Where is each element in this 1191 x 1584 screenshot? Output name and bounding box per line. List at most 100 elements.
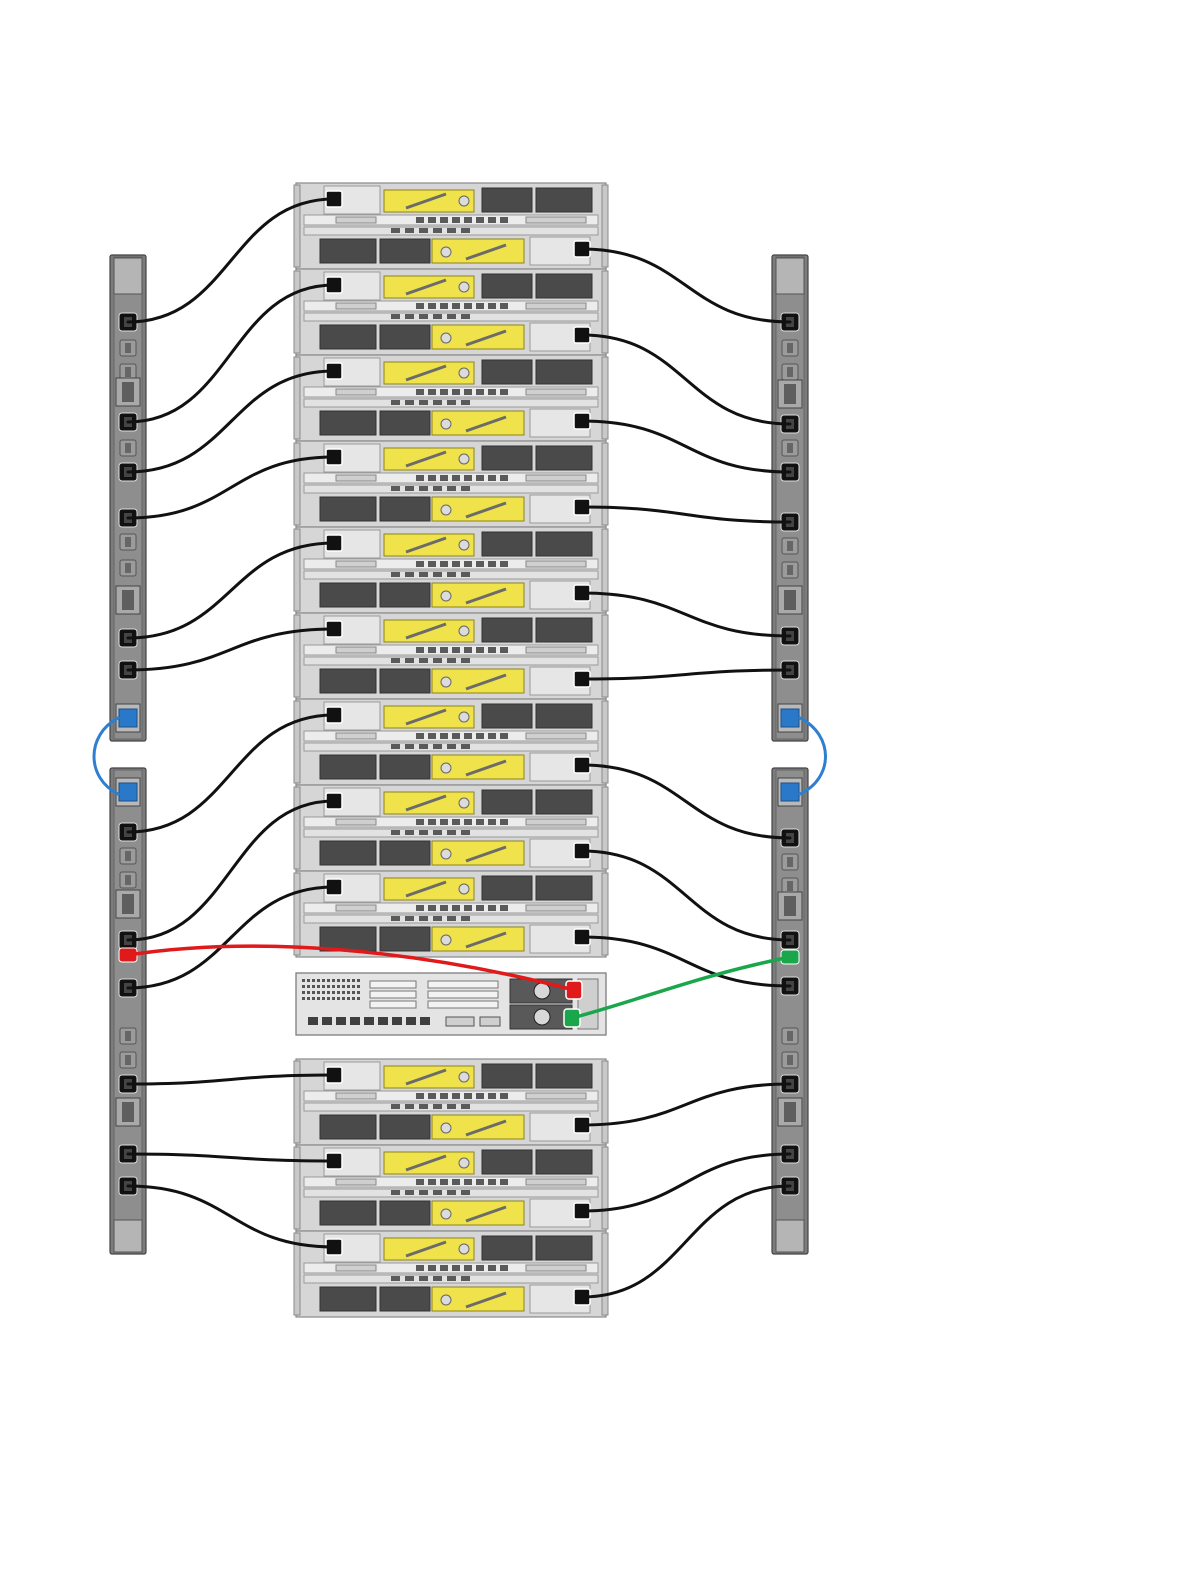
io-port bbox=[391, 228, 400, 233]
io-port bbox=[428, 1179, 436, 1185]
rack-ear bbox=[294, 271, 300, 353]
io-port bbox=[461, 830, 470, 835]
io-port bbox=[464, 819, 472, 825]
io-port bbox=[419, 830, 428, 835]
io-port bbox=[419, 658, 428, 663]
switch-toggle bbox=[122, 590, 134, 610]
vent-hole bbox=[312, 991, 315, 994]
fan-vent bbox=[482, 876, 532, 900]
io-port bbox=[416, 561, 424, 567]
power-cable bbox=[582, 335, 790, 424]
io-port bbox=[500, 303, 508, 309]
label-plate bbox=[336, 217, 376, 223]
thumbscrew bbox=[459, 626, 469, 636]
outlet-socket bbox=[125, 443, 131, 453]
rear-port bbox=[364, 1017, 374, 1025]
io-port bbox=[405, 1190, 414, 1195]
pdu-head bbox=[114, 258, 142, 294]
rack-ear bbox=[602, 1061, 608, 1143]
pci-slot bbox=[370, 981, 416, 988]
io-port bbox=[488, 389, 496, 395]
rack-units-layer bbox=[294, 183, 608, 1317]
io-port bbox=[476, 819, 484, 825]
power-cable bbox=[582, 937, 790, 986]
io-port bbox=[428, 647, 436, 653]
rear-port bbox=[420, 1017, 430, 1025]
io-port bbox=[416, 905, 424, 911]
rack-ear bbox=[294, 787, 300, 869]
io-port bbox=[428, 1265, 436, 1271]
disk-enclosure bbox=[294, 355, 608, 441]
thumbscrew bbox=[441, 763, 451, 773]
vent-hole bbox=[327, 985, 330, 988]
label-plate bbox=[526, 1093, 586, 1099]
pdu-head bbox=[776, 1220, 804, 1252]
vent-hole bbox=[342, 997, 345, 1000]
io-port bbox=[447, 314, 456, 319]
label-plate bbox=[336, 905, 376, 911]
thumbscrew bbox=[441, 591, 451, 601]
fan-vent bbox=[536, 274, 592, 298]
thumbscrew bbox=[459, 454, 469, 464]
thumbscrew bbox=[441, 505, 451, 515]
thumbscrew bbox=[459, 798, 469, 808]
vent-hole bbox=[347, 985, 350, 988]
io-port bbox=[440, 217, 448, 223]
io-port bbox=[461, 400, 470, 405]
io-port bbox=[452, 819, 460, 825]
vent-hole bbox=[332, 991, 335, 994]
switch-toggle bbox=[122, 1102, 134, 1122]
fan-vent bbox=[482, 274, 532, 298]
outlet-socket bbox=[125, 563, 131, 573]
thumbscrew bbox=[459, 1072, 469, 1082]
io-port bbox=[433, 1190, 442, 1195]
io-port bbox=[419, 486, 428, 491]
rack-ear bbox=[602, 271, 608, 353]
rear-port bbox=[406, 1017, 416, 1025]
io-port bbox=[488, 561, 496, 567]
disk-enclosure bbox=[294, 1059, 608, 1145]
label-plate bbox=[526, 475, 586, 481]
io-port bbox=[391, 830, 400, 835]
io-port bbox=[452, 1179, 460, 1185]
io-port bbox=[440, 1093, 448, 1099]
vent-hole bbox=[352, 991, 355, 994]
thumbscrew bbox=[441, 1209, 451, 1219]
io-port bbox=[447, 744, 456, 749]
io-port bbox=[405, 830, 414, 835]
label-plate bbox=[526, 905, 586, 911]
vent-hole bbox=[322, 997, 325, 1000]
fan-vent bbox=[536, 1236, 592, 1260]
io-port bbox=[419, 1104, 428, 1109]
io-port bbox=[452, 1093, 460, 1099]
io-port bbox=[476, 303, 484, 309]
outlet-socket bbox=[125, 1031, 131, 1041]
io-port bbox=[405, 916, 414, 921]
pdu-right-bottom bbox=[772, 768, 808, 1254]
fan-vent bbox=[320, 1201, 376, 1225]
io-port bbox=[416, 1093, 424, 1099]
vent-hole bbox=[312, 979, 315, 982]
power-cable bbox=[582, 765, 790, 838]
vent-hole bbox=[332, 979, 335, 982]
outlet-socket bbox=[125, 343, 131, 353]
pdu-left-top bbox=[110, 255, 146, 741]
io-port bbox=[428, 217, 436, 223]
io-port bbox=[419, 1276, 428, 1281]
io-port bbox=[428, 561, 436, 567]
label-plate bbox=[526, 303, 586, 309]
io-port bbox=[440, 819, 448, 825]
io-port bbox=[476, 733, 484, 739]
io-port bbox=[440, 647, 448, 653]
vent-hole bbox=[352, 985, 355, 988]
io-port bbox=[488, 647, 496, 653]
label-plate bbox=[336, 1179, 376, 1185]
thumbscrew bbox=[459, 1158, 469, 1168]
vent-hole bbox=[317, 991, 320, 994]
fan-vent bbox=[536, 1064, 592, 1088]
io-port bbox=[405, 314, 414, 319]
vent-hole bbox=[307, 979, 310, 982]
io-port bbox=[464, 217, 472, 223]
io-port bbox=[391, 314, 400, 319]
outlet-socket bbox=[787, 881, 793, 891]
